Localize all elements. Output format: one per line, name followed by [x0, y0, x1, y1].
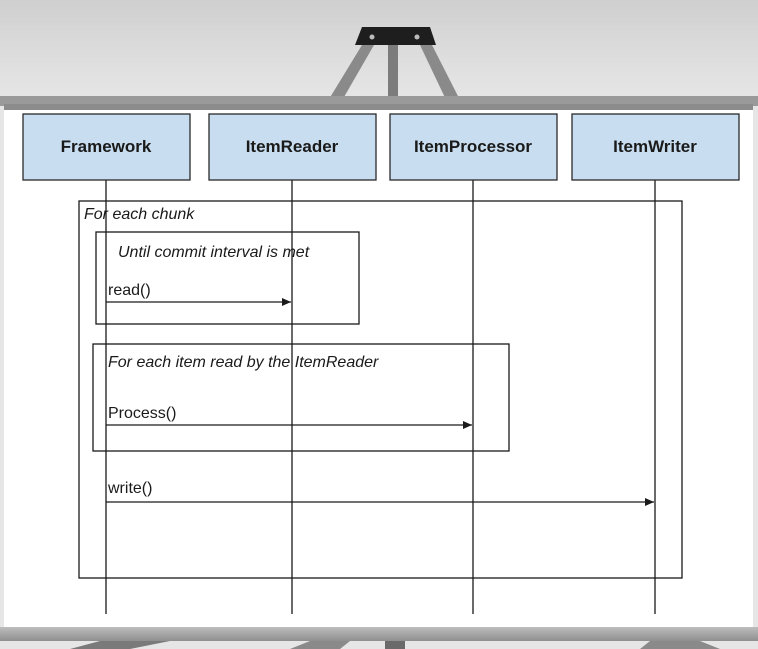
lifeline-label-itemreader: ItemReader	[246, 137, 339, 156]
lifeline-label-framework: Framework	[61, 137, 152, 156]
message-label-read: read()	[108, 282, 151, 299]
frame-for-each-item-read	[92, 343, 510, 452]
easel-leg-right	[420, 45, 462, 104]
message-label-process: Process()	[108, 405, 176, 422]
whiteboard	[4, 104, 753, 627]
lifeline-label-itemprocessor: ItemProcessor	[414, 137, 532, 156]
lifeline-label-itemwriter: ItemWriter	[613, 137, 697, 156]
message-label-write: write()	[107, 480, 152, 497]
lifeline-box-framework: Framework	[22, 113, 191, 181]
lifeline-box-itemreader: ItemReader	[208, 113, 377, 181]
easel-clamp	[355, 27, 436, 45]
lifeline-box-itemwriter: ItemWriter	[571, 113, 740, 181]
easel-leg-center	[388, 45, 398, 104]
easel-foot-right	[640, 641, 720, 649]
clamp-screw-right	[414, 34, 420, 40]
lifeline-box-itemprocessor: ItemProcessor	[389, 113, 558, 181]
clamp-screw-left	[369, 34, 375, 40]
frame-label-until-commit-interval: Until commit interval is met	[118, 244, 310, 261]
frame-until-commit-interval	[95, 231, 360, 325]
easel-foot-center	[385, 641, 405, 649]
board-top-shadow	[0, 96, 758, 106]
easel-leg-left	[326, 45, 374, 104]
frame-label-for-each-item-read: For each item read by the ItemReader	[108, 354, 379, 371]
easel-foot-mid-left	[290, 641, 350, 649]
board-bottom-rail	[0, 627, 758, 641]
frame-for-each-chunk	[78, 200, 683, 579]
frame-label-for-each-chunk: For each chunk	[84, 206, 195, 223]
easel-foot-left	[70, 641, 170, 649]
